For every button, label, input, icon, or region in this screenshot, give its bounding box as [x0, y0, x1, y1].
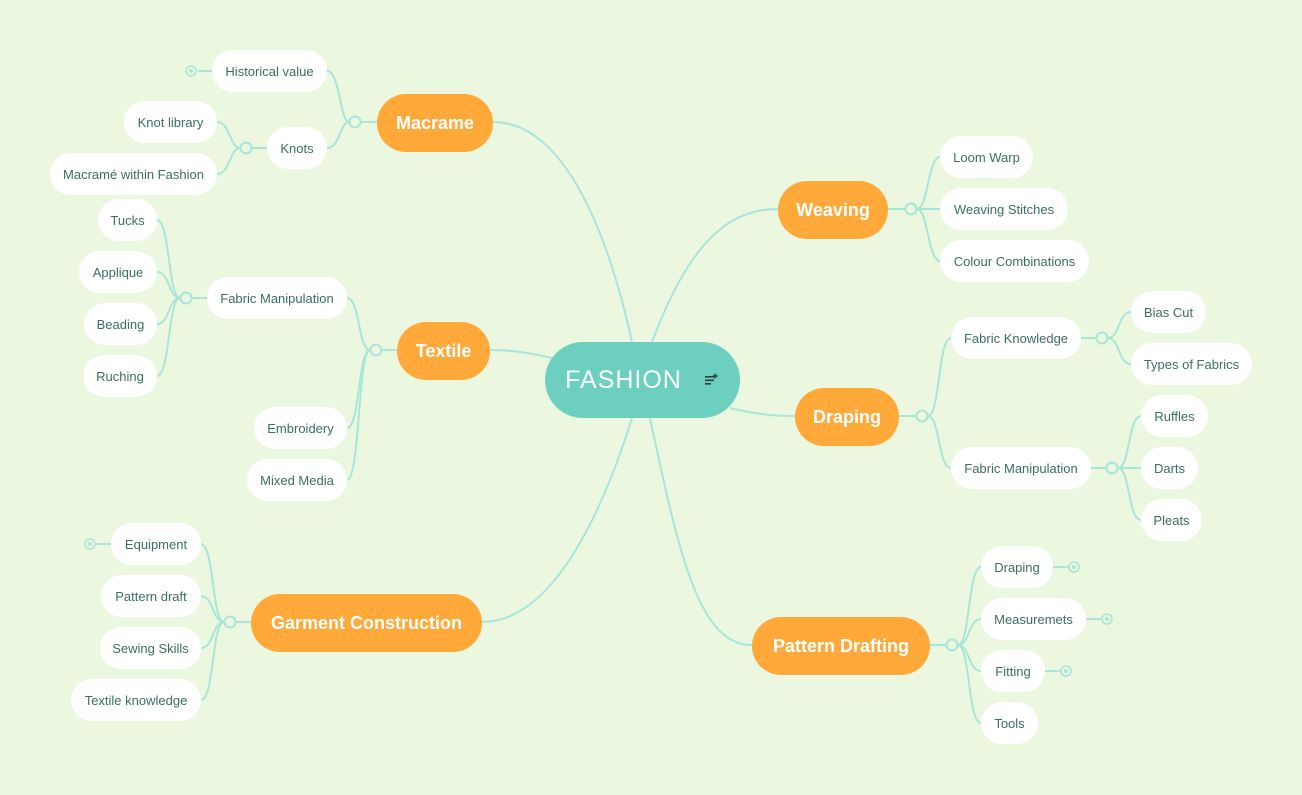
node-bias-cut[interactable]: Bias Cut	[1131, 291, 1206, 333]
node-ruffles[interactable]: Ruffles	[1141, 395, 1208, 437]
node-label: Historical value	[225, 63, 314, 79]
node-embroidery[interactable]: Embroidery	[254, 407, 347, 449]
node-textile-knowledge[interactable]: Textile knowledge	[71, 679, 201, 721]
node-label: Ruching	[96, 368, 144, 384]
node-pattern-draft[interactable]: Pattern draft	[101, 575, 201, 617]
node-types-of-fabrics[interactable]: Types of Fabrics	[1131, 343, 1252, 385]
branch-label: Pattern Drafting	[772, 635, 909, 656]
node-label: Pattern draft	[115, 588, 187, 604]
node-draping-fabric-manipulation[interactable]: Fabric Manipulation	[951, 447, 1091, 489]
node-darts[interactable]: Darts	[1141, 447, 1198, 489]
root-label: FASHION	[565, 365, 682, 394]
node-fabric-knowledge[interactable]: Fabric Knowledge	[951, 317, 1081, 359]
node-knot-library[interactable]: Knot library	[124, 101, 217, 143]
branch-label: Textile	[415, 340, 472, 361]
node-pleats[interactable]: Pleats	[1141, 499, 1202, 541]
node-label: Macramé within Fashion	[63, 166, 204, 182]
node-label: Embroidery	[267, 420, 334, 436]
node-label: Knot library	[137, 114, 204, 130]
node-colour-combinations[interactable]: Colour Combinations	[940, 240, 1089, 282]
node-ruching[interactable]: Ruching	[83, 355, 157, 397]
collapsed-children-icon[interactable]	[1060, 665, 1072, 677]
branch-label: Weaving	[796, 199, 870, 220]
node-fabric-manipulation[interactable]: Fabric Manipulation	[207, 277, 347, 319]
branch-garment-construction[interactable]: Garment Construction	[251, 594, 482, 652]
node-label: Fabric Manipulation	[220, 290, 334, 306]
collapsed-children-icon[interactable]	[185, 65, 197, 77]
node-macrame-within-fashion[interactable]: Macramé within Fashion	[50, 153, 217, 195]
node-label: Pleats	[1153, 512, 1190, 528]
node-tools[interactable]: Tools	[981, 702, 1038, 744]
node-label: Mixed Media	[260, 472, 334, 488]
node-fitting[interactable]: Fitting	[981, 650, 1045, 692]
node-weaving-stitches[interactable]: Weaving Stitches	[940, 188, 1068, 230]
node-label: Ruffles	[1154, 408, 1195, 424]
node-mixed-media[interactable]: Mixed Media	[247, 459, 347, 501]
branch-draping[interactable]: Draping	[795, 388, 899, 446]
node-label: Fabric Manipulation	[964, 460, 1078, 476]
junction-points	[179, 115, 1119, 652]
collapsed-children-icon[interactable]	[1068, 561, 1080, 573]
node-label: Draping	[994, 559, 1040, 575]
node-label: Fabric Knowledge	[963, 330, 1069, 346]
node-label: Measuremets	[994, 611, 1073, 627]
node-label: Loom Warp	[953, 149, 1020, 165]
node-label: Beading	[96, 316, 145, 332]
branch-macrame[interactable]: Macrame	[377, 94, 493, 152]
node-measuremets[interactable]: Measuremets	[981, 598, 1086, 640]
collapsed-children-icon[interactable]	[84, 538, 96, 550]
node-label: Colour Combinations	[953, 253, 1076, 269]
node-pd-draping[interactable]: Draping	[981, 546, 1053, 588]
branch-pattern-drafting[interactable]: Pattern Drafting	[752, 617, 930, 675]
node-equipment[interactable]: Equipment	[111, 523, 201, 565]
node-label: Weaving Stitches	[953, 201, 1055, 217]
node-label: Bias Cut	[1143, 304, 1194, 320]
node-tucks[interactable]: Tucks	[98, 199, 157, 241]
branch-weaving[interactable]: Weaving	[778, 181, 888, 239]
node-label: Textile knowledge	[84, 692, 188, 708]
node-label: Darts	[1153, 460, 1186, 476]
branch-label: Draping	[812, 406, 881, 427]
node-historical-value[interactable]: Historical value	[212, 50, 327, 92]
node-label: Applique	[92, 264, 144, 280]
node-label: Types of Fabrics	[1143, 356, 1240, 372]
node-label: Tucks	[110, 212, 145, 228]
branch-label: Garment Construction	[270, 612, 462, 633]
node-sewing-skills[interactable]: Sewing Skills	[100, 627, 201, 669]
collapsed-children-icon[interactable]	[1101, 613, 1113, 625]
root-node[interactable]: FASHION	[545, 342, 740, 418]
node-applique[interactable]: Applique	[79, 251, 157, 293]
notes-add-icon[interactable]	[704, 373, 720, 387]
node-label: Sewing Skills	[112, 640, 189, 656]
branch-label: Macrame	[395, 112, 475, 133]
node-loom-warp[interactable]: Loom Warp	[940, 136, 1033, 178]
node-label: Tools	[994, 715, 1025, 731]
branch-textile[interactable]: Textile	[397, 322, 490, 380]
node-knots[interactable]: Knots	[267, 127, 327, 169]
node-label: Fitting	[995, 663, 1031, 679]
node-beading[interactable]: Beading	[84, 303, 157, 345]
node-label: Knots	[280, 140, 314, 156]
node-label: Equipment	[124, 536, 188, 552]
